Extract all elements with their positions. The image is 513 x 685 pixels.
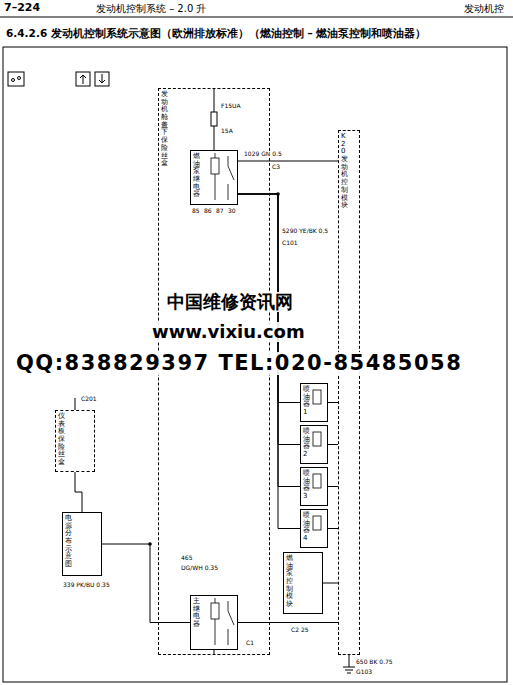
wires: [75, 88, 355, 673]
component-name: 喷油器2: [303, 428, 310, 459]
page-header: 发动机控: [463, 3, 505, 14]
wire-label: 30: [227, 208, 237, 215]
component-name: 燃油泵继电器: [193, 153, 200, 199]
wire-label: 86: [203, 208, 213, 215]
fuse-box: 仪表板保险丝盒: [55, 410, 95, 472]
wire-label: 15A: [220, 128, 234, 135]
component-name: 燃油泵控制模块: [286, 555, 293, 609]
wire: [102, 544, 190, 623]
frame: [3, 47, 507, 682]
header-rule: [0, 17, 513, 18]
watermark: www.vixiu.com: [150, 322, 307, 342]
wire-label: 650 BK 0.75: [355, 659, 394, 666]
wire: [238, 194, 300, 529]
injector-box: 喷油器1: [300, 383, 328, 422]
wire-label: DG/WH 0.35: [180, 565, 219, 572]
page-header: 发动机控制系统 – 2.0 升: [95, 3, 207, 14]
pump-module-box: 燃油泵控制模块: [283, 552, 323, 614]
wire: [328, 444, 338, 445]
page-header: 7–224: [3, 2, 41, 14]
wire: [328, 528, 338, 529]
splice-dot: [276, 192, 280, 196]
component-name: K20 发动机控制模块: [341, 133, 348, 210]
watermark: QQ:838829397 TEL:020-85485058: [14, 352, 464, 375]
injector-box: 喷油器4: [300, 509, 328, 548]
relay-symbol: [211, 153, 234, 645]
wire-label: C101: [281, 240, 299, 247]
wire: [238, 194, 300, 445]
wire-label: 5290 YE/BK 0.5: [281, 228, 329, 235]
relay-box: 燃油泵继电器: [190, 150, 238, 205]
component-name: 喷油器4: [303, 512, 310, 543]
wire-label: F15UA: [220, 103, 242, 110]
component-name: 主继电器: [193, 598, 200, 629]
wire: [238, 622, 338, 623]
component-name: 喷油器1: [303, 386, 310, 417]
wire: [75, 472, 82, 512]
relay-box: 主继电器: [190, 595, 238, 650]
fuse-box: 发动机舱盖下保险丝盒燃油泵继电器主继电器: [158, 88, 270, 655]
wire: [238, 194, 300, 403]
icons: [8, 72, 109, 86]
component-name: 电源分布示意图: [65, 515, 72, 569]
component-name: 喷油器3: [303, 470, 310, 501]
reference-box: 电源分布示意图: [62, 512, 102, 576]
component-name: 发动机舱盖下保险丝盒: [161, 91, 168, 168]
component-name: 仪表板保险丝盒: [58, 413, 65, 467]
wire-label: C3: [271, 164, 281, 171]
wire-label: C201: [80, 396, 98, 403]
wire-label: 1029 GN 0.5: [243, 151, 283, 158]
wire-label: 85: [191, 208, 201, 215]
wire-label: G103: [355, 669, 373, 676]
wire: [238, 161, 338, 162]
wire-label: 465: [180, 555, 193, 562]
injector-box: 喷油器2: [300, 425, 328, 464]
wire-label: C1: [245, 640, 255, 647]
diagram-title: 6.4.2.6 发动机控制系统示意图（欧洲排放标准）（燃油控制 – 燃油泵控制和…: [6, 27, 506, 40]
wire: [238, 194, 300, 487]
watermark: 中国维修资讯网: [165, 292, 295, 312]
splice-dot: [148, 542, 152, 546]
wire-label: 339 PK/BU 0.35: [62, 582, 111, 589]
wire: [328, 486, 338, 487]
wire-label: C2 25: [290, 627, 310, 634]
wire: [328, 402, 338, 403]
wire: [323, 583, 338, 584]
injector-box: 喷油器3: [300, 467, 328, 506]
control-module: K20 发动机控制模块: [338, 130, 360, 655]
wire-label: 87: [215, 208, 225, 215]
